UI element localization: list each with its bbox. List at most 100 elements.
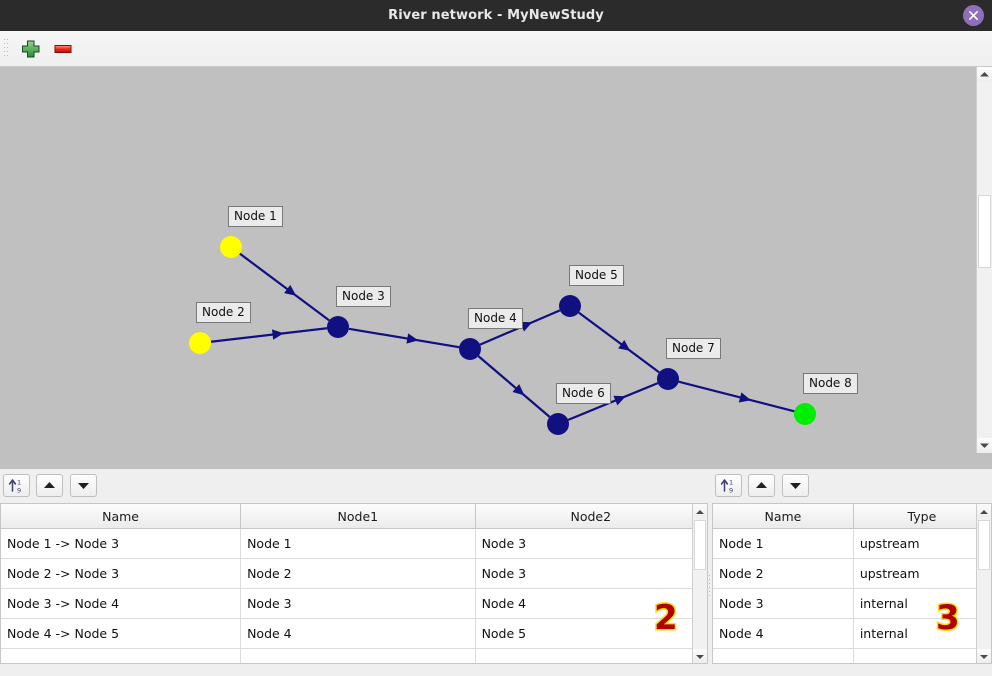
- toolbar-grip[interactable]: [4, 39, 9, 58]
- links-scroll-down-icon[interactable]: [693, 649, 707, 663]
- nodes-scroll-down-icon[interactable]: [977, 649, 991, 663]
- table-cell[interactable]: upstream: [853, 528, 991, 559]
- nodes-grid-vscroll-thumb[interactable]: [978, 520, 990, 570]
- bottom-panels: 1 9 Name Node1: [0, 471, 992, 676]
- link-line[interactable]: [348, 327, 460, 349]
- link-line[interactable]: [239, 252, 330, 322]
- node-label-node-1[interactable]: Node 1: [228, 206, 283, 227]
- svg-text:9: 9: [17, 487, 21, 495]
- table-cell[interactable]: Node 4: [713, 618, 854, 649]
- link-line[interactable]: [678, 380, 795, 413]
- table-cell[interactable]: Node 2 -> Node 3: [1, 558, 242, 589]
- graph-node-node-7[interactable]: [657, 368, 679, 390]
- table-cell[interactable]: Node 2: [713, 558, 854, 589]
- table-cell[interactable]: Node 5: [475, 618, 707, 649]
- svg-text:9: 9: [729, 487, 733, 495]
- vertical-splitter[interactable]: [708, 503, 712, 664]
- sort-ascending-icon[interactable]: 1 9: [3, 474, 30, 497]
- node-label-node-4[interactable]: Node 4: [468, 308, 523, 329]
- table-cell[interactable]: Node 2: [240, 558, 476, 589]
- links-grid-vscroll-thumb[interactable]: [694, 520, 706, 570]
- titlebar: River network - MyNewStudy: [0, 0, 992, 32]
- graph-node-node-3[interactable]: [327, 316, 349, 338]
- overlay-number-2: 2: [653, 598, 680, 638]
- nodes-col-type[interactable]: Type: [853, 504, 991, 529]
- network-canvas[interactable]: Node 1 Node 2 Node 3 Node 4 Node 5 Node 6 Node…: [0, 67, 976, 452]
- main-toolbar: [0, 31, 992, 67]
- links-col-name[interactable]: Name: [1, 504, 242, 529]
- svg-text:1: 1: [17, 479, 21, 487]
- scroll-up-icon[interactable]: [977, 67, 992, 82]
- table-cell[interactable]: Node 4 -> Node 5: [1, 618, 242, 649]
- graph-node-node-5[interactable]: [559, 295, 581, 317]
- nodes-scroll-up-icon[interactable]: [977, 504, 991, 518]
- table-cell[interactable]: Node 3 -> Node 4: [1, 588, 242, 619]
- links-panel-toolbar: 1 9: [0, 471, 708, 500]
- graph-node-node-1[interactable]: [220, 236, 242, 258]
- table-cell[interactable]: Node 4: [240, 618, 476, 649]
- link-line[interactable]: [210, 327, 328, 343]
- triangle-down-icon[interactable]: [782, 474, 809, 497]
- table-cell[interactable]: Node 3: [240, 588, 476, 619]
- sort-ascending-icon[interactable]: 1 9: [715, 474, 742, 497]
- table-cell[interactable]: Node 4: [475, 588, 707, 619]
- node-label-node-8[interactable]: Node 8: [803, 373, 858, 394]
- graph-node-node-8[interactable]: [794, 403, 816, 425]
- links-panel: 1 9 Name Node1: [0, 471, 708, 676]
- node-label-node-5[interactable]: Node 5: [569, 265, 624, 286]
- graph-node-node-2[interactable]: [189, 332, 211, 354]
- table-cell-empty: [240, 648, 476, 663]
- node-label-node-7[interactable]: Node 7: [666, 338, 721, 359]
- links-grid-vscrollbar[interactable]: [692, 504, 707, 663]
- link-line[interactable]: [578, 311, 660, 374]
- table-cell[interactable]: Node 3: [475, 528, 707, 559]
- svg-text:1: 1: [729, 479, 733, 487]
- links-col-node1[interactable]: Node1: [240, 504, 476, 529]
- graph-node-node-6[interactable]: [547, 413, 569, 435]
- table-cell[interactable]: Node 1: [240, 528, 476, 559]
- triangle-up-icon[interactable]: [36, 474, 63, 497]
- triangle-up-icon[interactable]: [748, 474, 775, 497]
- canvas-vscrollbar[interactable]: [976, 67, 992, 453]
- table-cell[interactable]: internal: [853, 618, 991, 649]
- node-label-node-6[interactable]: Node 6: [556, 383, 611, 404]
- table-cell-empty: [853, 648, 991, 663]
- canvas-vscroll-thumb[interactable]: [978, 195, 991, 268]
- table-cell[interactable]: internal: [853, 588, 991, 619]
- nodes-grid-vscrollbar[interactable]: [976, 504, 991, 663]
- table-cell[interactable]: Node 1: [713, 528, 854, 559]
- link-arrow-icon: [271, 329, 284, 340]
- green-plus-icon[interactable]: [19, 39, 43, 59]
- red-minus-icon[interactable]: [51, 39, 75, 59]
- window-title: River network - MyNewStudy: [388, 8, 604, 23]
- links-col-node2[interactable]: Node2: [475, 504, 707, 529]
- node-label-node-2[interactable]: Node 2: [196, 302, 251, 323]
- table-cell[interactable]: Node 3: [713, 588, 854, 619]
- scroll-down-icon[interactable]: [977, 438, 992, 453]
- table-cell[interactable]: Node 1 -> Node 3: [1, 528, 242, 559]
- node-label-node-3[interactable]: Node 3: [336, 286, 391, 307]
- link-line[interactable]: [477, 355, 551, 418]
- close-icon[interactable]: [963, 5, 984, 26]
- nodes-col-name[interactable]: Name: [713, 504, 854, 529]
- link-line[interactable]: [567, 382, 659, 421]
- table-cell[interactable]: Node 3: [475, 558, 707, 589]
- links-scroll-up-icon[interactable]: [693, 504, 707, 518]
- vertical-splitter-grip: [709, 575, 711, 597]
- graph-node-node-4[interactable]: [459, 338, 481, 360]
- triangle-down-icon[interactable]: [70, 474, 97, 497]
- table-cell[interactable]: upstream: [853, 558, 991, 589]
